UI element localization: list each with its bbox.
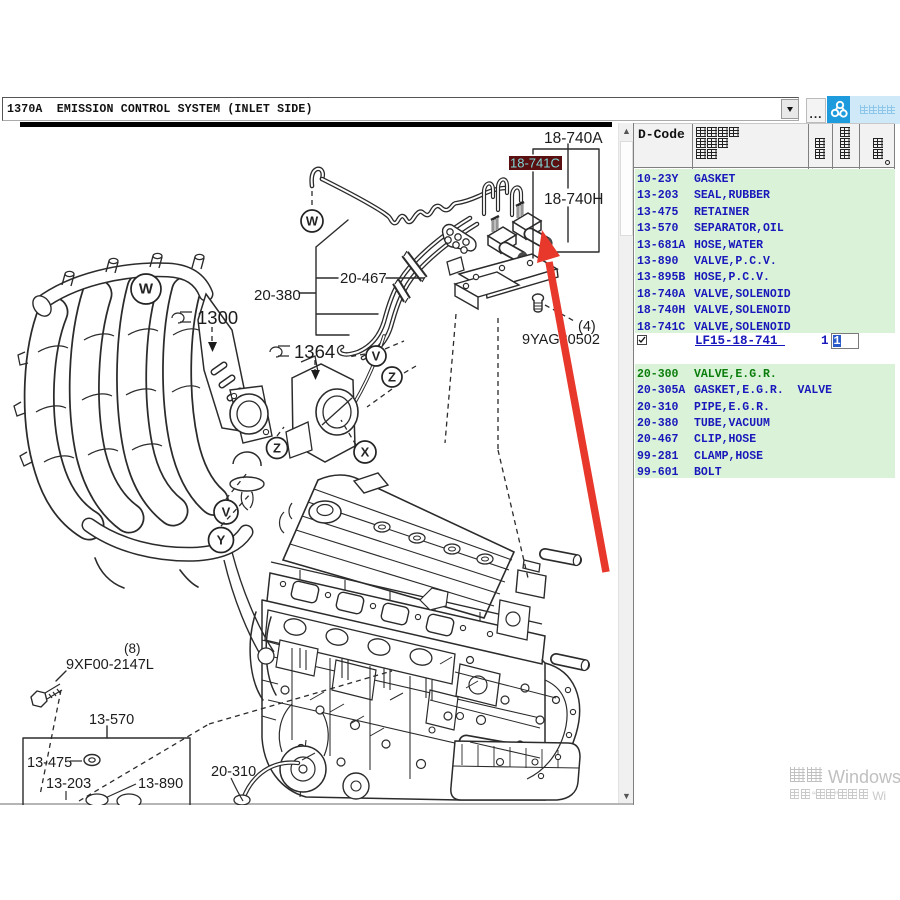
svg-text:(4): (4) [578,319,596,335]
svg-text:W: W [139,281,154,298]
svg-text:9XF00-2147L: 9XF00-2147L [66,657,154,673]
svg-text:13-475: 13-475 [27,755,72,771]
svg-text:Z: Z [388,370,396,385]
svg-text:18-741C: 18-741C [510,156,560,171]
svg-text:1364: 1364 [294,341,335,362]
svg-text:18-740A: 18-740A [544,130,603,147]
svg-text:20-467: 20-467 [340,270,387,287]
svg-text:X: X [361,445,370,460]
svg-text:Y: Y [217,533,226,548]
svg-text:(8): (8) [124,641,141,656]
svg-text:1300: 1300 [197,307,238,328]
svg-text:13-570: 13-570 [89,712,134,728]
svg-text:13-890: 13-890 [138,776,183,792]
svg-text:20-380: 20-380 [254,287,301,304]
svg-text:Z: Z [273,441,281,456]
svg-text:W: W [306,214,319,229]
svg-text:18-740H: 18-740H [544,191,603,208]
svg-text:13-203: 13-203 [46,776,91,792]
svg-text:V: V [372,349,381,364]
svg-text:V: V [222,505,231,520]
svg-text:20-310: 20-310 [211,764,256,780]
